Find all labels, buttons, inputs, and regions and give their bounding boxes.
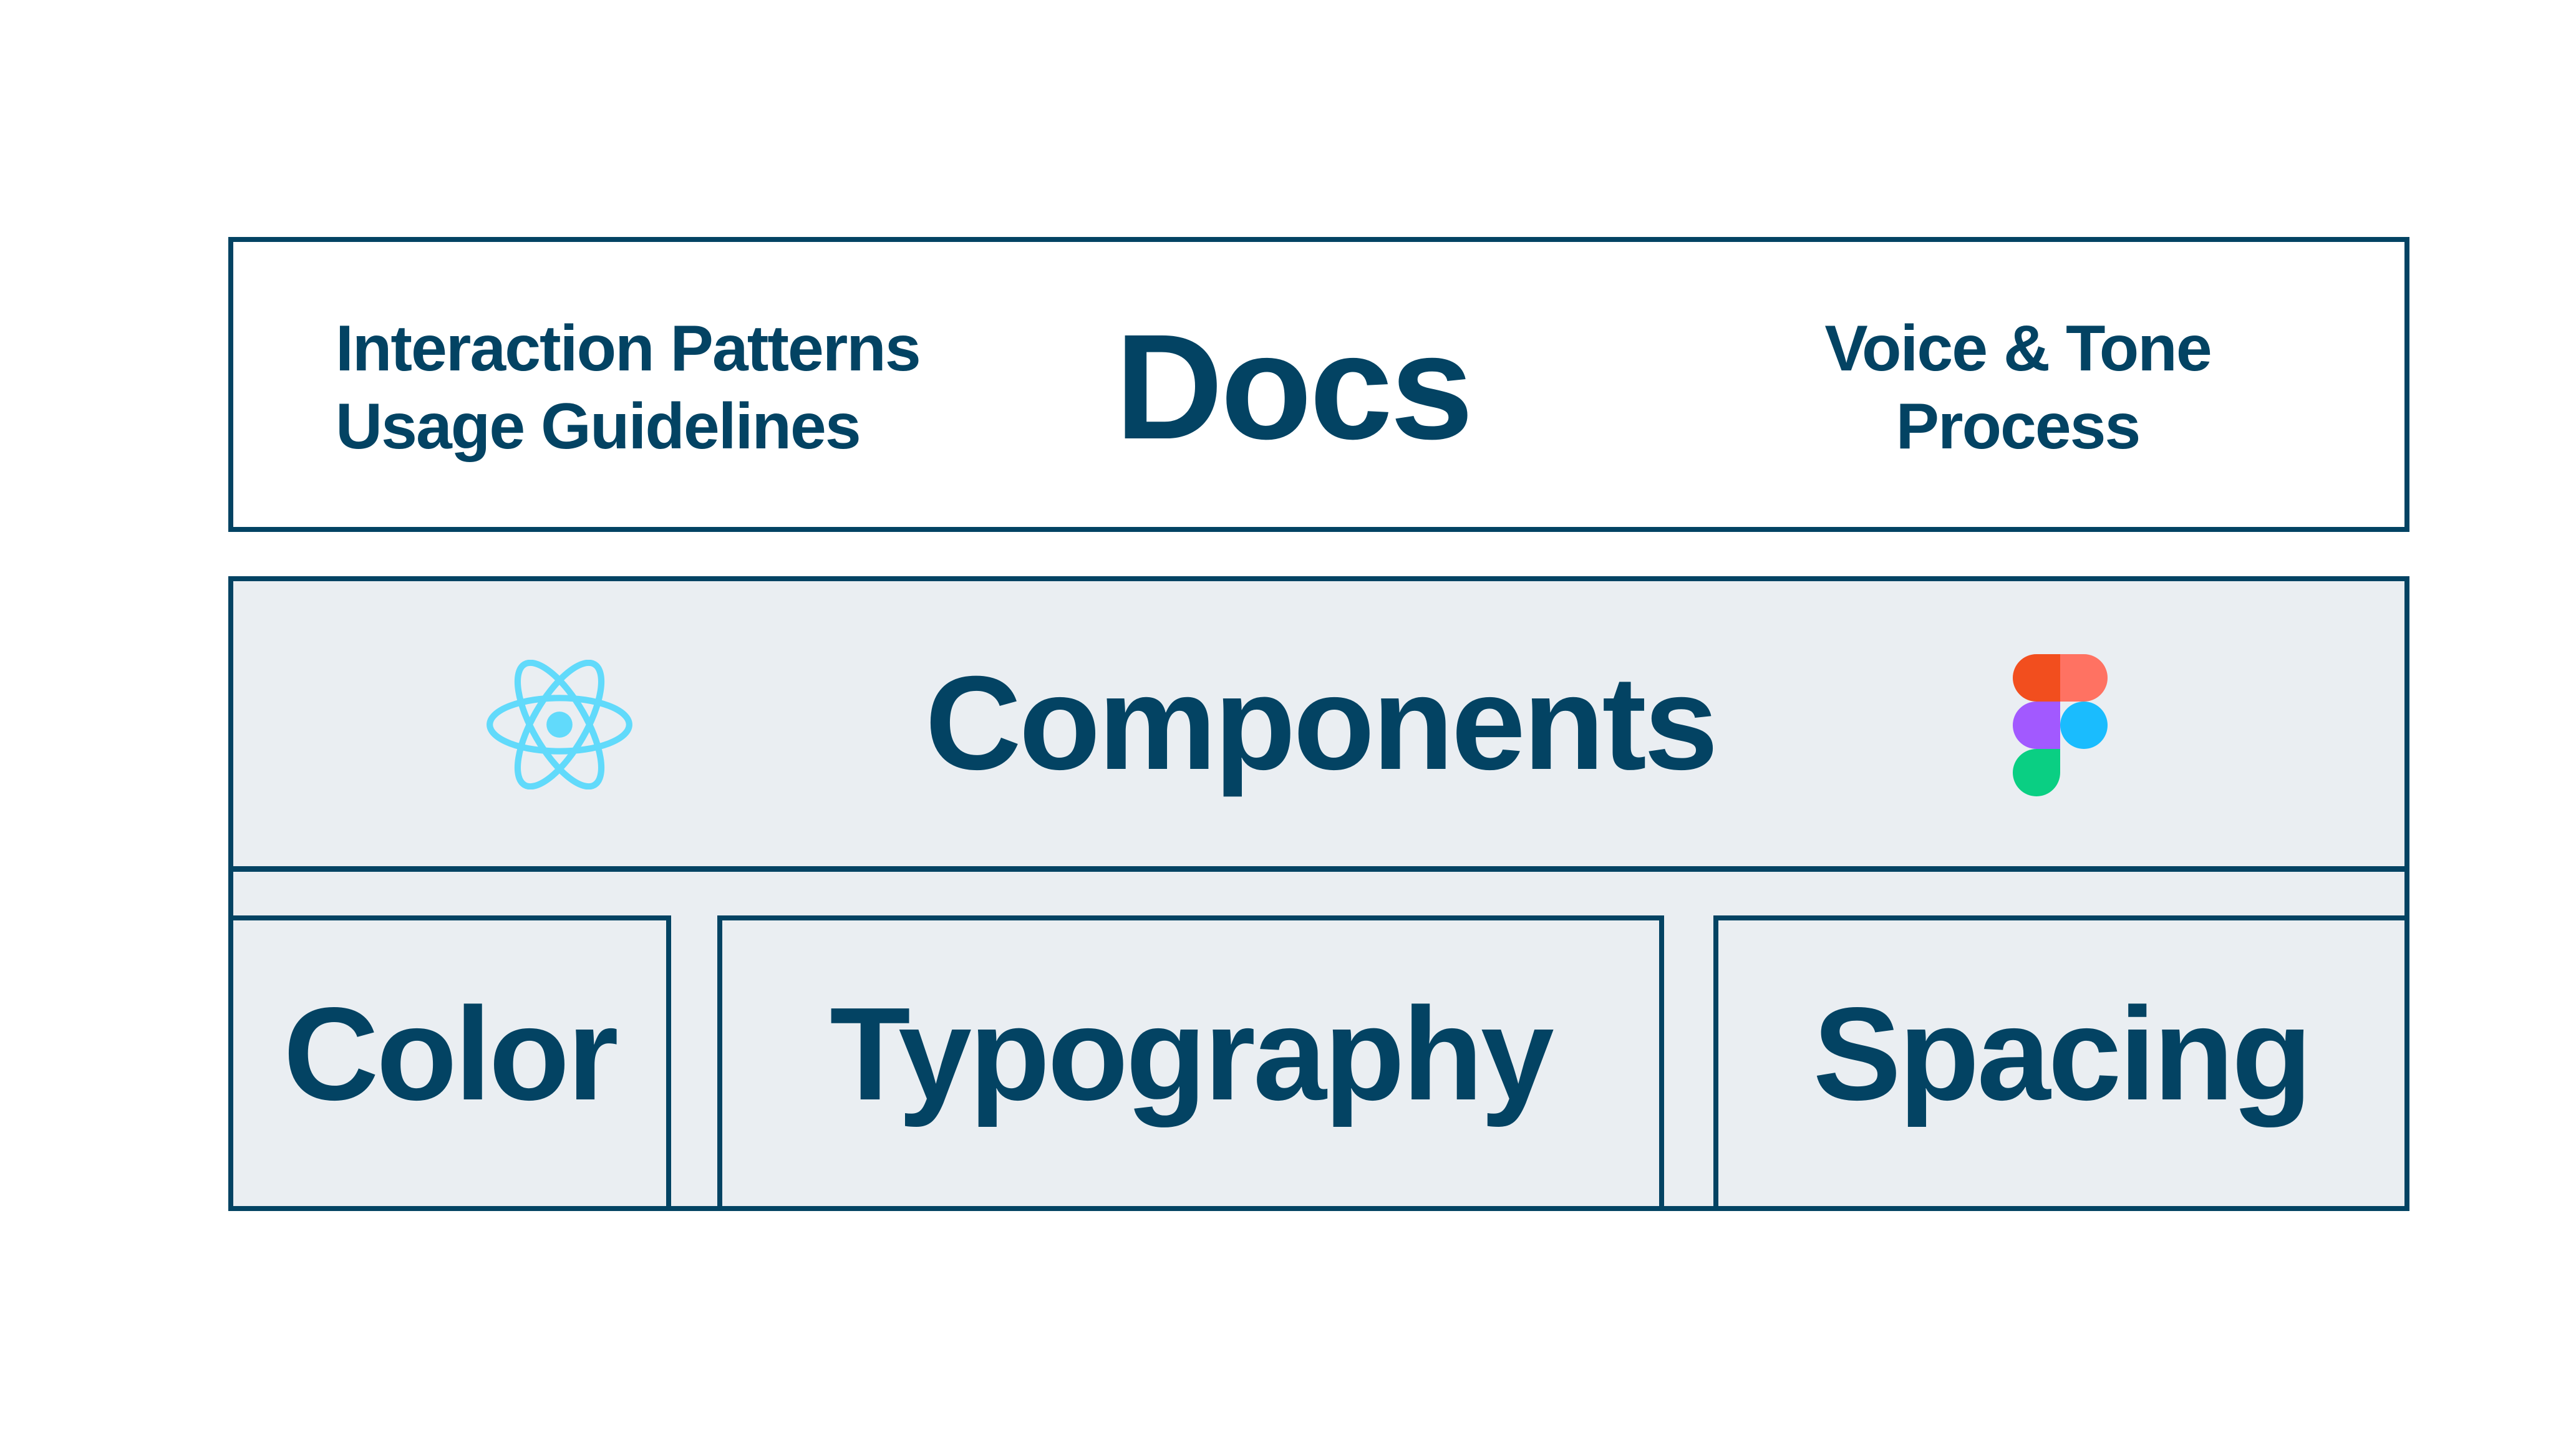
docs-layer	[228, 237, 2409, 532]
components-divider	[228, 866, 2409, 872]
docs-left-list: Interaction Patterns Usage Guidelines	[336, 310, 921, 466]
docs-title: Docs	[1115, 303, 1474, 470]
figma-shape-purple	[2013, 702, 2060, 749]
figma-shape-red	[2013, 654, 2060, 702]
foundation-label-color: Color	[283, 980, 618, 1127]
figma-shape-coral	[2060, 654, 2108, 702]
figma-shape-blue	[2060, 702, 2108, 749]
components-title: Components	[925, 649, 1718, 798]
react-orbit	[514, 660, 605, 789]
docs-right-list: Voice & Tone Process	[1768, 310, 2267, 466]
docs-item-voice-and-tone: Voice & Tone	[1824, 312, 2212, 385]
docs-item-interaction-patterns: Interaction Patterns	[336, 312, 921, 385]
react-logo-icon	[487, 660, 632, 789]
foundation-color: Color	[228, 915, 671, 1211]
react-orbit	[514, 660, 605, 789]
figma-logo-icon	[2013, 654, 2108, 796]
react-nucleus	[546, 712, 573, 738]
foundation-typography: Typography	[717, 915, 1664, 1211]
foundation-spacing: Spacing	[1713, 915, 2409, 1211]
foundation-label-spacing: Spacing	[1813, 980, 2313, 1127]
docs-item-usage-guidelines: Usage Guidelines	[336, 390, 861, 463]
foundation-label-typography: Typography	[830, 980, 1554, 1127]
docs-item-process: Process	[1896, 390, 2141, 463]
figma-shape-green	[2013, 749, 2060, 796]
